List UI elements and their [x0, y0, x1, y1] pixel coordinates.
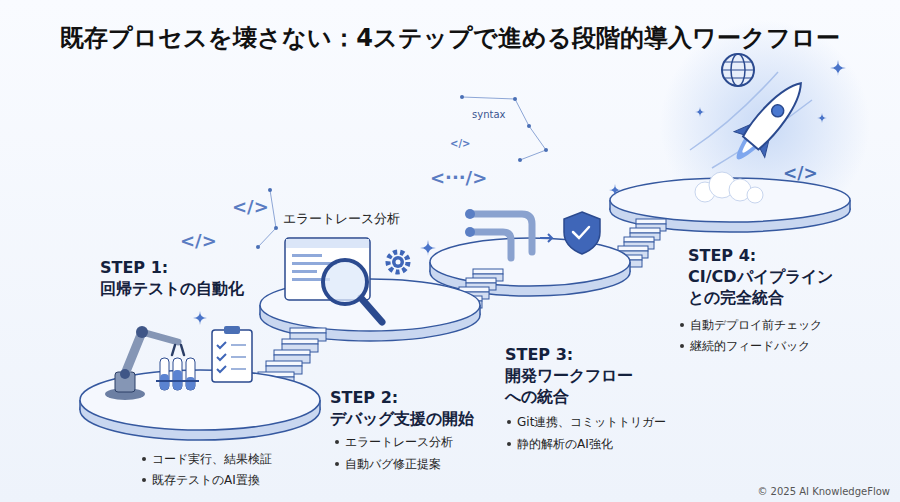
code-symbol: </>: [450, 138, 470, 150]
stair-step: [274, 350, 310, 355]
step-bullet: Git連携、コミットトリガー: [505, 413, 666, 431]
cloud: [695, 172, 763, 203]
robot-joint: [120, 369, 130, 379]
magnifier-icon: [285, 238, 408, 322]
sparkle: [695, 107, 705, 117]
pipe-joint: [465, 209, 475, 219]
copyright-note: © 2025 AI KnowledgeFlow: [757, 486, 890, 498]
step-card: STEP 4: CI/CDパイプライン との完全統合自動デプロイ前チェック継続的…: [688, 246, 873, 355]
rocket-window: [769, 102, 786, 119]
step-bullet: コード実行、結果検証: [140, 450, 272, 468]
stair-step: [290, 328, 326, 333]
shield-icon: [564, 212, 600, 254]
step-heading: STEP 2: デバッグ支援の開始: [330, 388, 490, 430]
pipeline-icon: [465, 209, 600, 258]
pipe-joint: [465, 227, 475, 237]
constellation-dot: [527, 124, 531, 128]
sparkle: [420, 240, 436, 256]
stair-step: [266, 361, 302, 366]
tube-liquid: [186, 377, 195, 390]
step-bullet: 継続的フィードバック: [678, 337, 810, 355]
constellation-dot: [544, 148, 548, 152]
platform-top: [610, 178, 850, 222]
step-heading: STEP 4: CI/CDパイプライン との完全統合: [688, 246, 873, 308]
step-card: STEP 3: 開発ワークフロー への統合 Git連携、コミットトリガー静的解析の…: [505, 345, 667, 453]
syntax-label: syntax: [472, 109, 505, 121]
constellation: [256, 95, 548, 249]
stair-step: [618, 246, 648, 251]
step-heading: STEP 1: 回帰テストの自動化: [100, 258, 260, 300]
stair-step: [466, 278, 496, 283]
code-symbol: <···/>: [430, 167, 487, 189]
test-tube: [186, 358, 195, 390]
rocket-body: [741, 75, 810, 151]
step-bullet: エラートレース分析: [333, 433, 453, 451]
robot-gripper: [172, 345, 184, 355]
cloud-puff: [747, 187, 763, 203]
stair-step: [630, 228, 660, 233]
sparkle: [609, 184, 621, 196]
code-line: [292, 270, 317, 273]
gear-icon: [396, 260, 401, 265]
clipboard: [212, 330, 252, 382]
step-bullet: 静的解析のAI強化: [505, 435, 613, 453]
test-tube: [173, 358, 182, 390]
robot-arm-icon: [105, 326, 184, 400]
stair-step: [282, 339, 318, 344]
screen-header: [286, 239, 369, 248]
diagram-title: 既存プロセスを壊さない：4ステップで進める段階的導入ワークフロー: [0, 22, 900, 54]
stair-step: [624, 237, 654, 242]
step-bullet: 既存テストのAI置換: [140, 471, 260, 489]
constellation-line: [462, 97, 546, 160]
step-card: STEP 2: デバッグ支援の開始エラートレース分析自動バグ修正提案: [330, 388, 490, 473]
test-tubes-icon: [156, 358, 199, 390]
gear-icon: [392, 256, 404, 268]
code-line: [292, 254, 322, 257]
check-marks: [217, 342, 226, 372]
constellation-dot: [518, 158, 522, 162]
globe-lines: [722, 62, 754, 78]
rocket-icon: [722, 70, 816, 172]
code-symbol: </>: [783, 163, 818, 183]
platform-top: [80, 370, 320, 430]
tube-rack: [156, 380, 199, 382]
constellation-dot: [460, 95, 464, 99]
constellation-dot: [256, 245, 260, 249]
flow-arrow: [540, 234, 552, 242]
magnifier-handle: [361, 298, 382, 322]
robot-arm: [125, 332, 142, 374]
clipboard-icon: [212, 326, 252, 382]
constellation-dot: [268, 188, 272, 192]
clipboard-clip: [224, 326, 240, 334]
gear-icon: [388, 252, 408, 272]
test-tube: [160, 358, 169, 390]
constellation-dot: [513, 97, 517, 101]
globe-icon: [722, 54, 754, 86]
stair-step: [636, 219, 666, 224]
sparkle: [830, 60, 846, 76]
step-bullet: 自動デプロイ前チェック: [678, 316, 822, 334]
constellation-dot: [274, 226, 278, 230]
stair-step: [473, 269, 503, 274]
step-bullet: 自動バグ修正提案: [333, 455, 441, 473]
pipe: [470, 232, 511, 258]
robot-joint: [136, 326, 148, 338]
icon-caption: エラートレース分析: [283, 211, 400, 227]
globe: [722, 54, 754, 86]
step-heading: STEP 3: 開発ワークフロー への統合: [505, 345, 655, 407]
step-card: STEP 1: 回帰テストの自動化コード実行、結果検証既存テストのAI置換: [100, 258, 272, 489]
shield-check: [573, 227, 589, 238]
sparkle: [193, 311, 207, 325]
clipboard-lines: [231, 345, 246, 369]
code-symbol: </>: [232, 196, 269, 218]
magnifier-lens: [323, 260, 367, 304]
sparkle: [817, 113, 827, 123]
code-symbol: </>: [180, 230, 217, 252]
